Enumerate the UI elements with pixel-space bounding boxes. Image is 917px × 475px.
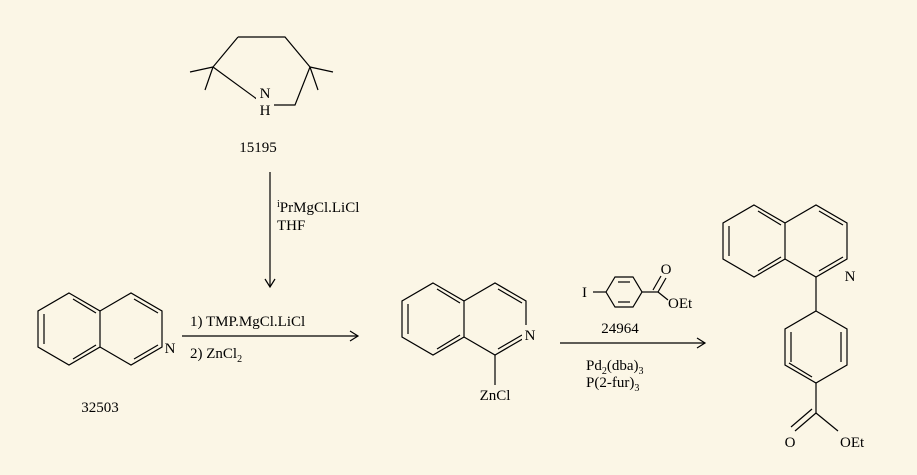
catalyst-label: Pd2(dba)3 [586, 358, 644, 377]
aryl-iodide-structure: I O OEt [582, 262, 693, 312]
oet-label: OEt [668, 296, 693, 312]
isoquinoline-structure: N [37, 292, 177, 366]
atom-n-label: N [260, 86, 271, 102]
compound-id-24964: 24964 [601, 321, 639, 337]
reaction-arrow-2 [560, 337, 707, 349]
compound-id-32503: 32503 [81, 400, 119, 416]
zinc-intermediate-structure: N ZnCl [401, 282, 536, 404]
atom-n-label: N [165, 341, 176, 357]
atom-h-label: H [260, 103, 271, 119]
reaction-arrow-1 [182, 330, 360, 342]
atom-i-label: I [582, 285, 587, 301]
vertical-arrow [264, 172, 276, 289]
atom-n-label: N [525, 328, 536, 344]
tmp-amine-structure: N H [189, 36, 334, 119]
zncl-label: ZnCl [480, 388, 511, 404]
zincation-step2-label: 2) ZnCl2 [190, 346, 242, 365]
base-reagent-label: iPrMgCl.LiCl [277, 199, 359, 216]
ligand-label: P(2-fur)3 [586, 375, 639, 394]
atom-o-label: O [785, 435, 796, 451]
atom-o-label: O [661, 262, 672, 278]
base-solvent-label: THF [277, 218, 305, 234]
atom-n-label: N [845, 269, 856, 285]
oet-label: OEt [840, 435, 865, 451]
compound-id-15195: 15195 [239, 140, 277, 156]
zincation-step1-label: 1) TMP.MgCl.LiCl [190, 314, 305, 330]
product-structure: N O OEt [722, 204, 865, 451]
